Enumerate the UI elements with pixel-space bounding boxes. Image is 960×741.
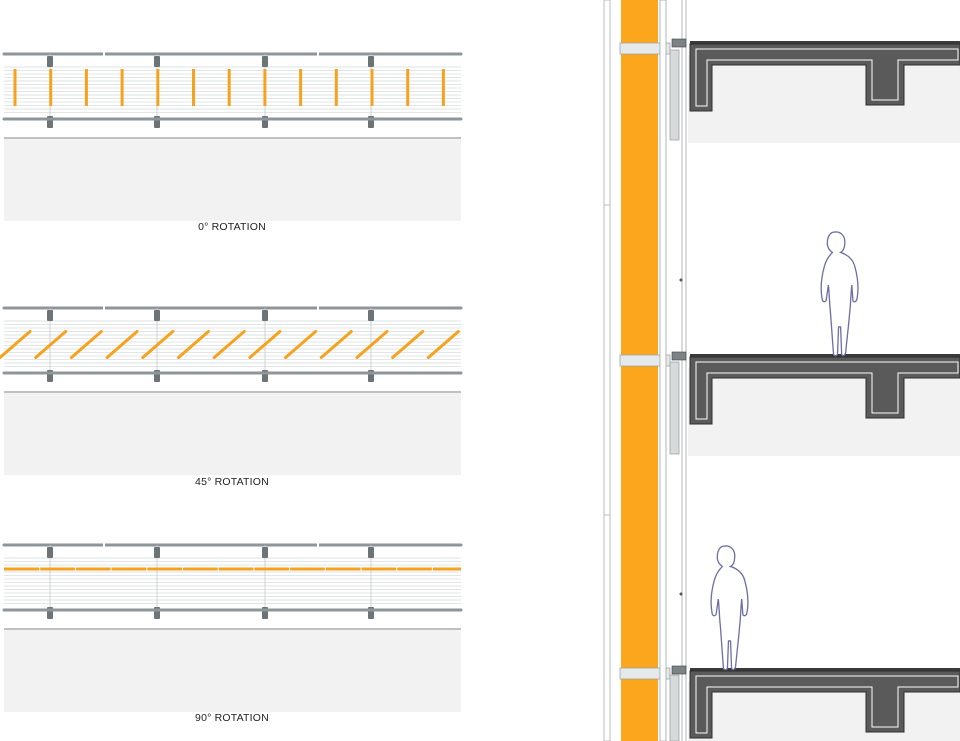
upper-bracket bbox=[262, 547, 268, 558]
curtain-wall-mullion bbox=[659, 0, 687, 741]
insulation-slab-joints bbox=[619, 42, 671, 680]
slab-bracket bbox=[671, 38, 687, 48]
upper-bracket bbox=[47, 547, 53, 558]
upper-bracket bbox=[154, 310, 160, 321]
concrete-slab bbox=[689, 356, 960, 425]
fin-rotated bbox=[141, 330, 175, 359]
upper-bracket bbox=[154, 56, 160, 67]
ceiling-zone bbox=[688, 368, 960, 456]
glazing-dot bbox=[679, 592, 683, 596]
fin-rotated bbox=[0, 330, 32, 359]
upper-bracket bbox=[368, 310, 374, 321]
outer-cladding-lines bbox=[603, 0, 611, 741]
slab-outline bbox=[695, 361, 959, 420]
fin-rotated bbox=[284, 330, 318, 359]
slab-face bbox=[4, 630, 461, 712]
slab-bracket bbox=[671, 665, 687, 675]
elevation-panel-90-rotation bbox=[2, 542, 463, 712]
ceiling-zone bbox=[688, 55, 960, 143]
fin-rotated bbox=[426, 330, 460, 359]
elevation-panel-0-rotation bbox=[2, 51, 463, 221]
insulation-column bbox=[621, 0, 658, 741]
fin-rotated bbox=[177, 330, 210, 359]
human-figure-upper bbox=[820, 231, 859, 357]
fin-rotated bbox=[69, 330, 103, 359]
fin-rotated bbox=[248, 330, 282, 359]
human-figure-lower bbox=[710, 545, 749, 671]
slab-face bbox=[4, 139, 461, 221]
fin-rotated bbox=[212, 330, 246, 359]
floor-finish bbox=[690, 41, 960, 44]
caption-45-rotation: 45° ROTATION bbox=[195, 476, 269, 488]
upper-bracket bbox=[262, 310, 268, 321]
fin-rotated bbox=[105, 330, 139, 359]
elevation-panel-45-rotation bbox=[0, 305, 463, 475]
fin-rotated bbox=[391, 330, 425, 359]
caption-0-rotation: 0° ROTATION bbox=[198, 221, 266, 233]
floor-slabs bbox=[671, 38, 960, 741]
fin-rotated bbox=[319, 330, 353, 359]
wall-section bbox=[603, 0, 960, 741]
upper-bracket bbox=[154, 547, 160, 558]
floor-finish bbox=[690, 354, 960, 357]
upper-bracket bbox=[368, 547, 374, 558]
glazing-dot bbox=[679, 278, 683, 282]
slab-outline bbox=[695, 675, 959, 734]
slab-bracket bbox=[671, 351, 687, 361]
upper-bracket bbox=[47, 310, 53, 321]
fin-rotated bbox=[355, 330, 389, 359]
slab-face bbox=[4, 393, 461, 475]
fin-rotated bbox=[34, 330, 68, 359]
caption-90-rotation: 90° ROTATION bbox=[195, 712, 269, 724]
slab-outline bbox=[695, 48, 959, 107]
upper-bracket bbox=[262, 56, 268, 67]
upper-bracket bbox=[47, 56, 53, 67]
concrete-slab bbox=[689, 43, 960, 112]
upper-bracket bbox=[368, 56, 374, 67]
floor-finish bbox=[690, 668, 960, 671]
concrete-slab bbox=[689, 670, 960, 739]
